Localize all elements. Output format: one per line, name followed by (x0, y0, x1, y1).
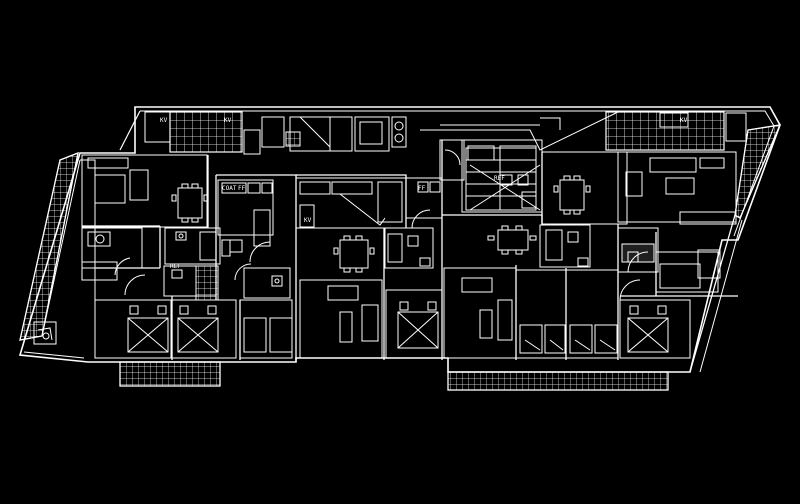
kv-label-left-2: KV (224, 117, 232, 124)
center-right-apartment (443, 139, 619, 359)
coat-label: COAT (222, 185, 237, 192)
center-left-apartment (295, 139, 465, 359)
kv-label-center: KV (304, 217, 312, 224)
ref-label-right: REF (494, 175, 505, 182)
kv-label-right: KV (680, 117, 688, 124)
ref-label-left: REF (170, 263, 181, 270)
left-balcony (19, 151, 81, 345)
top-right-tiled-area (420, 111, 747, 151)
ff-label-left: FF (238, 185, 246, 192)
top-left-tiled-area (119, 110, 407, 155)
interior-walls (82, 140, 738, 360)
bottom-left-balcony (119, 361, 221, 387)
bottom-right-balcony (447, 371, 669, 391)
left-apartment (81, 154, 293, 359)
ff-label-center: FF (418, 185, 426, 192)
stair-core (465, 147, 537, 211)
plan-labels: KV KV KV KV COAT FF FF REF REF (160, 117, 688, 270)
kv-label-left: KV (160, 117, 168, 124)
right-apartment (541, 151, 737, 359)
